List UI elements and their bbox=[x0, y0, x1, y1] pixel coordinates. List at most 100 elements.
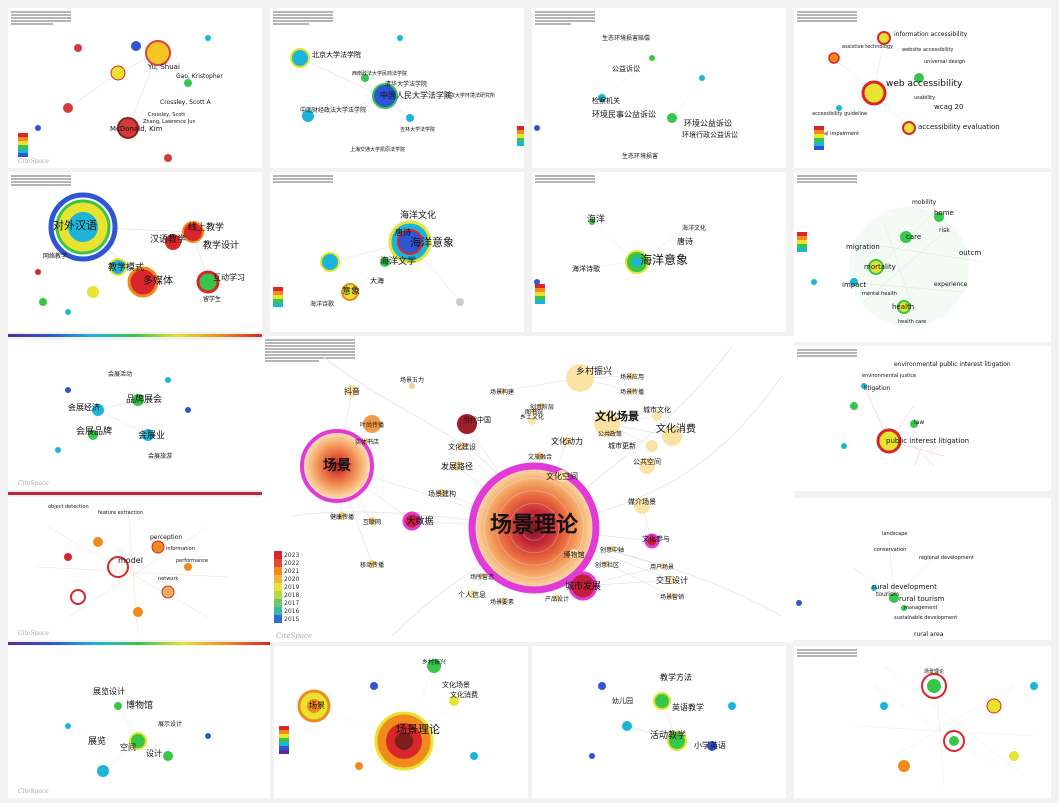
node-circle bbox=[569, 549, 579, 559]
node-n2[interactable]: 场景 bbox=[300, 429, 374, 503]
node-n22[interactable]: 个人信息 bbox=[458, 590, 486, 599]
ocean-imagery-graph-2 bbox=[534, 219, 683, 285]
node-n35[interactable]: 文化空间 bbox=[546, 470, 578, 482]
node-n13[interactable]: 叶尚传播 bbox=[360, 415, 384, 433]
node-n42[interactable]: 场景传播 bbox=[620, 388, 644, 396]
node-n40[interactable]: 场景构建 bbox=[490, 388, 514, 396]
node-n27[interactable]: 创意中轴 bbox=[600, 546, 624, 554]
node-n43[interactable]: 公共政策 bbox=[598, 430, 622, 438]
node-label: litigation bbox=[864, 385, 891, 392]
panel-scene-theory-small[interactable]: 场景理论 场景 乡村振兴 文化场景 文化消费 bbox=[274, 646, 528, 798]
panel-metadata bbox=[273, 174, 333, 184]
node-circle bbox=[346, 385, 358, 397]
node-circle bbox=[669, 593, 675, 599]
node-label: 展示设计 bbox=[158, 721, 183, 728]
node-n9[interactable]: 城市发展 bbox=[565, 571, 601, 601]
panel-ocean-imagery-2[interactable]: 海洋 海洋意象 海洋诗歌 唐诗 海洋文化 bbox=[532, 172, 786, 332]
node-label: 环境公益诉讼 bbox=[684, 119, 732, 128]
node-n26[interactable]: 博物馆 bbox=[564, 549, 585, 559]
node-n29[interactable]: 用户场景 bbox=[650, 563, 674, 571]
node-n32[interactable]: 文化参与 bbox=[642, 533, 670, 549]
node-n1[interactable]: 场景理论 bbox=[468, 462, 600, 594]
node-n33[interactable]: 媒介场景 bbox=[628, 497, 656, 514]
node-label: 创意阶层 bbox=[530, 403, 554, 411]
node-ring bbox=[508, 502, 560, 554]
node-n15[interactable]: 当代中国 bbox=[457, 414, 491, 434]
node-n10[interactable]: 大数据 bbox=[402, 511, 434, 531]
panel-scene-theory-main[interactable]: 场景理论场景乡村振兴文化场景文化消费城市文化城市更新公共空间城市发展大数据抖音场… bbox=[262, 336, 794, 642]
node-n25[interactable]: 产品设计 bbox=[545, 595, 569, 603]
legend-swatch bbox=[274, 615, 282, 623]
legend-swatch bbox=[274, 559, 282, 567]
panel-institution-network[interactable]: 北京大学法学院 中国人民大学法学院 西南政法大学民商法学院 武汉大学环境法研究所… bbox=[270, 8, 524, 168]
panel-coauthor-network[interactable]: Yu, Shuai Gao, Kristopher Crossley, Scot… bbox=[8, 8, 262, 168]
node-label: 唐诗 bbox=[677, 237, 693, 246]
node-circle bbox=[499, 388, 505, 394]
panel-object-detection[interactable]: object detection feature extraction mode… bbox=[8, 497, 262, 640]
node-n36[interactable]: 文旅融合 bbox=[528, 452, 552, 461]
node-n39[interactable]: 创意阶层 bbox=[530, 403, 554, 411]
node-n7[interactable]: 城市更新 bbox=[608, 440, 658, 452]
node-n21[interactable]: 移动传播 bbox=[360, 560, 384, 569]
node-label: public interest litigation bbox=[886, 437, 970, 445]
node-n17[interactable]: 发展路径 bbox=[441, 461, 473, 471]
node-n18[interactable]: 场景建构 bbox=[428, 489, 456, 498]
node-label: perception bbox=[150, 534, 183, 541]
node-label: 大数据 bbox=[406, 515, 433, 527]
node-label: 场景构建 bbox=[490, 388, 514, 396]
ocean-imagery-graph-1 bbox=[320, 220, 464, 306]
node-label: 产品设计 bbox=[545, 595, 569, 603]
node-n34[interactable]: 文化动力 bbox=[551, 436, 583, 446]
panel-chinese-teaching[interactable]: 对外汉语 线上教学 汉语教学 教学设计 多媒体 教学模式 互动学习 网络教学 留… bbox=[8, 172, 262, 332]
panel-ocean-imagery-1[interactable]: 海洋文化 海洋意象 海洋文学 唐诗 意象 大海 海洋诗歌 bbox=[270, 172, 524, 332]
node-n20[interactable]: 互联网 bbox=[363, 517, 381, 526]
legend-swatch bbox=[274, 591, 282, 599]
panel-english-teaching[interactable]: 教学方法 英语教学 活动教学 小学英语 幼儿园 bbox=[532, 646, 786, 798]
node-circle bbox=[368, 517, 376, 525]
panel-metadata bbox=[265, 338, 355, 363]
node-n4[interactable]: 文化场景 bbox=[594, 409, 639, 437]
legend-year-label: 2022 bbox=[284, 560, 300, 567]
node-n8[interactable]: 公共空间 bbox=[633, 457, 661, 474]
panel-exhibition-economy[interactable]: 会展经济 品牌展会 会展业 会展品牌 会展活动 会展旅游 CiteSpace bbox=[8, 340, 262, 490]
node-n31[interactable]: 场景营销 bbox=[660, 593, 684, 601]
node-n11[interactable]: 抖音 bbox=[344, 385, 360, 397]
node-n30[interactable]: 交互设计 bbox=[656, 575, 688, 585]
node-label: 互联网 bbox=[363, 518, 381, 526]
node-circle bbox=[468, 462, 600, 594]
panel-rural-tourism[interactable]: landscape conservation regional developm… bbox=[794, 498, 1051, 640]
panel-public-interest-litigation[interactable]: environmental public interest litigation… bbox=[794, 346, 1051, 491]
panel-metadata bbox=[535, 174, 595, 184]
panel-web-accessibility[interactable]: information accessibility assistive tech… bbox=[794, 8, 1051, 168]
node-n38[interactable]: 乡土文化 bbox=[520, 413, 544, 425]
node-n14[interactable]: 实体书店 bbox=[355, 438, 379, 446]
panel-migration-health[interactable]: mobility home migration care mortality r… bbox=[794, 172, 1051, 342]
legend-year-label: 2023 bbox=[284, 552, 300, 559]
node-label: 对外汉语 bbox=[53, 219, 97, 232]
node-n6[interactable]: 城市文化 bbox=[643, 405, 671, 421]
node-label: regional development bbox=[919, 555, 974, 561]
panel-metadata bbox=[797, 648, 857, 658]
panel-exhibition-design[interactable]: 展览设计 博物馆 展览 空间 设计 展示设计 CiteSpace bbox=[8, 646, 270, 798]
node-label: 小学英语 bbox=[694, 741, 726, 750]
node-label: 公共空间 bbox=[633, 457, 661, 466]
panel-public-interest-zh[interactable]: 生态环境损害赔偿 公益诉讼 检察机关 环境民事公益诉讼 环境公益诉讼 环境行政公… bbox=[532, 8, 786, 168]
node-n41[interactable]: 场景应用 bbox=[620, 373, 644, 381]
node-n3[interactable]: 乡村振兴 bbox=[566, 364, 612, 392]
node-n28[interactable]: 创意社区 bbox=[595, 561, 619, 569]
node-n19[interactable]: 健康传播 bbox=[330, 512, 354, 521]
node-n5[interactable]: 文化消费 bbox=[656, 422, 696, 446]
panel-metadata bbox=[535, 10, 595, 26]
node-n16[interactable]: 文化建设 bbox=[448, 442, 476, 451]
node-label: 活动教学 bbox=[650, 731, 687, 741]
node-label: McDonald, Kim bbox=[110, 125, 163, 133]
node-n24[interactable]: 场景要素 bbox=[490, 598, 514, 606]
node-n37[interactable]: 图书馆 bbox=[525, 408, 543, 416]
node-n23[interactable]: 场所营造 bbox=[470, 573, 494, 581]
node-n12[interactable]: 场景五力 bbox=[400, 376, 424, 389]
panel-dense-network[interactable]: 场景理论 bbox=[794, 646, 1051, 798]
node-label: 海洋意象 bbox=[640, 253, 689, 267]
node-label: model bbox=[118, 556, 143, 565]
node-circle bbox=[594, 411, 620, 437]
node-label: 设计 bbox=[146, 749, 162, 758]
